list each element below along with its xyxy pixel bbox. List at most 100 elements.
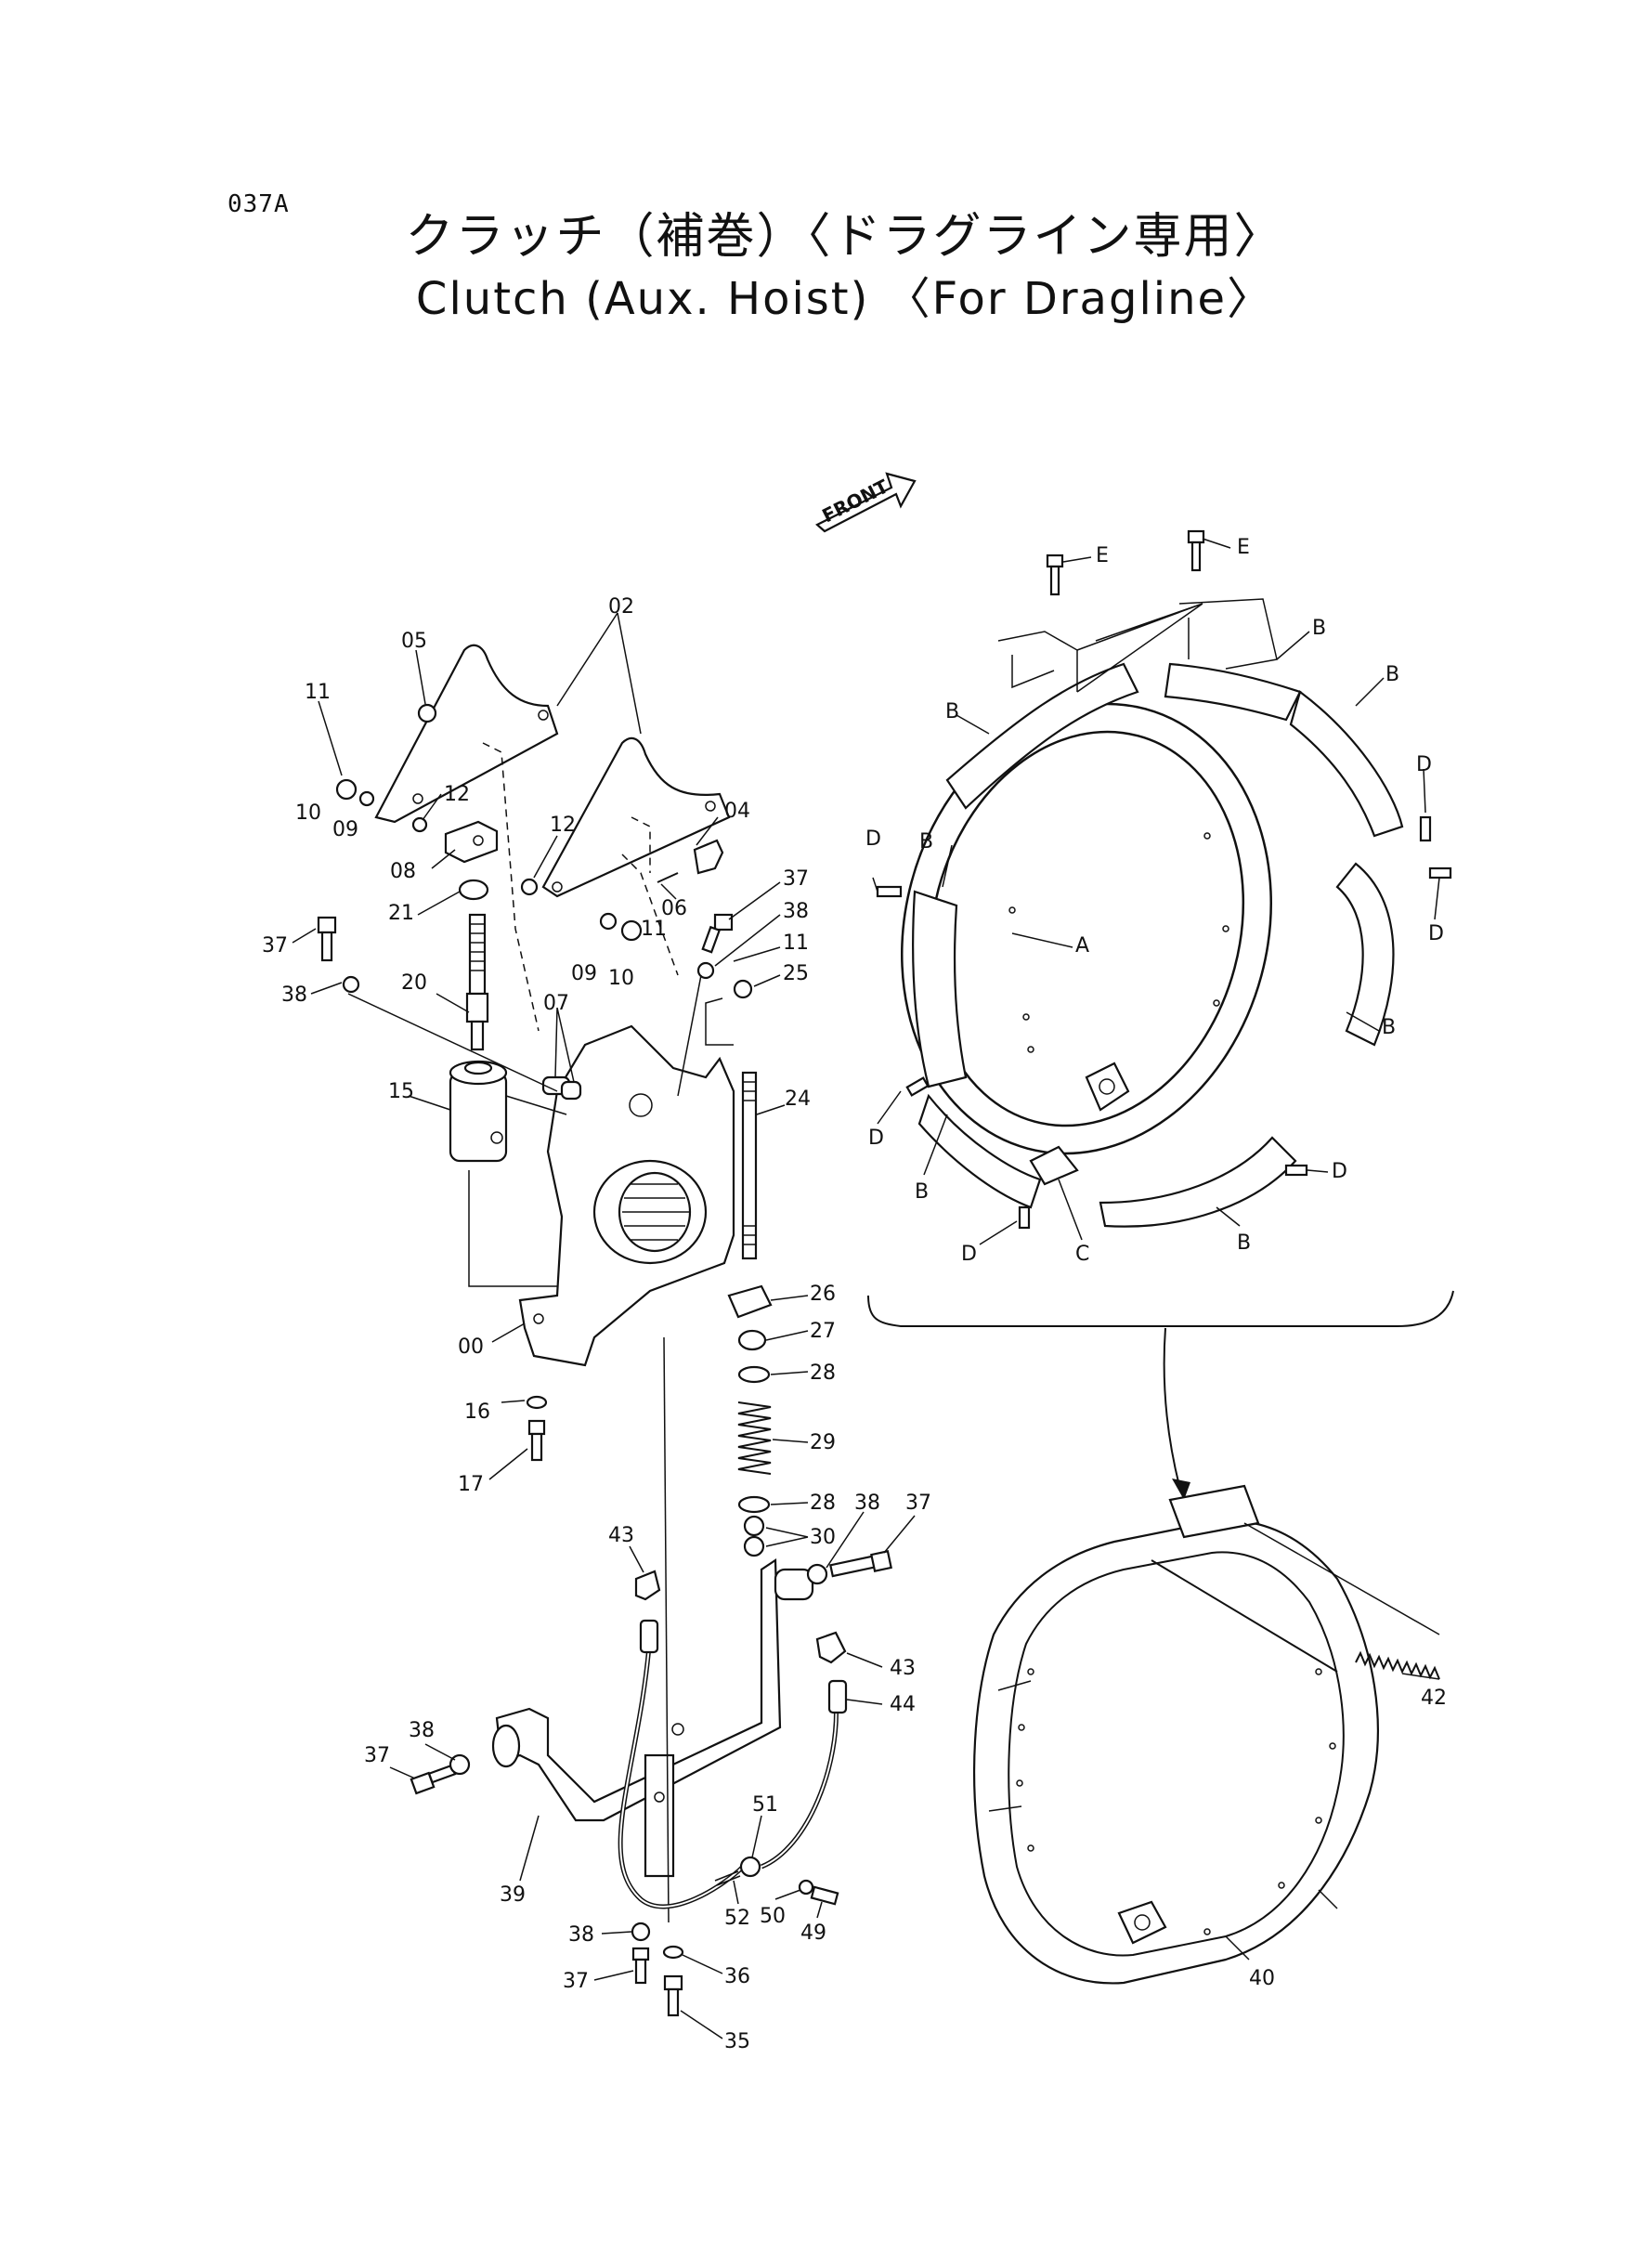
callout-09-right: 09: [571, 962, 597, 985]
callout-35: 35: [724, 2030, 750, 2053]
bolt-37-mid: [828, 1550, 892, 1578]
callout-38-left-upper: 38: [281, 984, 307, 1007]
shoe-B-left: [912, 890, 968, 1088]
callout-37-right-upper: 37: [783, 867, 809, 891]
washer-05: [417, 703, 437, 723]
bolt-37-right: [701, 913, 734, 954]
callout-38-right-upper: 38: [783, 900, 809, 923]
hose-44: [618, 1619, 848, 1909]
nut-38-mid: [806, 1563, 828, 1585]
fitting-12-left: [411, 816, 428, 833]
title-english: Clutch (Aux. Hoist) 〈For Dragline〉: [415, 273, 1274, 325]
callout-38-mid: 38: [854, 1492, 880, 1515]
callout-labels: 02 05 11 12 10 09 12 08 04 37 06 11 38 1…: [262, 536, 1447, 2053]
stud-24: [741, 1071, 758, 1260]
washer-28-top: [737, 1365, 771, 1384]
callout-11-mid: 11: [641, 918, 667, 941]
washer-50: [798, 1879, 814, 1896]
shoe-B-bottom-right: [1099, 1136, 1297, 1228]
callout-05: 05: [401, 630, 427, 653]
cylinder-15: [449, 1060, 508, 1163]
callout-15: 15: [388, 1080, 414, 1103]
nut-30-top: [743, 1515, 765, 1537]
washer-36: [662, 1945, 684, 1960]
callout-B-left: B: [919, 830, 933, 853]
assembled-band-40: [973, 1484, 1379, 1985]
pin-04: [693, 839, 724, 875]
callout-10-right: 10: [608, 967, 634, 990]
nut-38-right: [696, 961, 715, 980]
callout-E-right: E: [1237, 536, 1250, 559]
bolt-E-left: [1046, 554, 1064, 596]
bolt-D-bottom: [1018, 1205, 1031, 1230]
callout-36: 36: [724, 1965, 750, 1988]
bolt-E-right: [1187, 529, 1205, 572]
bolt-17: [527, 1419, 546, 1462]
washer-09-left: [358, 790, 375, 807]
shoe-C: [1029, 1145, 1079, 1186]
plunger-26: [727, 1284, 773, 1319]
callout-07: 07: [543, 992, 569, 1015]
callout-08: 08: [390, 860, 416, 883]
bolt-D-right-top: [1419, 815, 1432, 842]
pins-07: [541, 1075, 582, 1101]
callout-D-lower-left: D: [868, 1127, 884, 1150]
bolt-37-left: [317, 916, 337, 962]
bolt-D-lower-left: [905, 1076, 930, 1097]
nut-21: [458, 879, 489, 901]
bolt-D-lower-right: [1284, 1164, 1308, 1177]
page-code: 037A: [228, 190, 290, 218]
callout-37-lower-left: 37: [364, 1744, 390, 1767]
callout-42: 42: [1421, 1687, 1447, 1710]
callout-44: 44: [890, 1693, 916, 1716]
clutch-body-00: [518, 1024, 735, 1367]
title-japanese: クラッチ（補巻）〈ドラグライン専用〉: [405, 209, 1284, 265]
callout-D-left: D: [865, 827, 881, 851]
seat-27: [737, 1329, 767, 1351]
callout-B-far-right: B: [1385, 663, 1399, 686]
callout-29: 29: [810, 1431, 836, 1454]
callout-27: 27: [810, 1320, 836, 1343]
callout-17: 17: [458, 1473, 484, 1496]
callout-12-right: 12: [550, 814, 576, 837]
callout-37-left-upper: 37: [262, 934, 288, 958]
spring-42: [1151, 1522, 1440, 1680]
callout-A: A: [1075, 934, 1089, 958]
callout-26: 26: [810, 1283, 836, 1306]
callout-12-left: 12: [444, 783, 470, 806]
callout-28-bottom: 28: [810, 1492, 836, 1515]
callout-10-left: 10: [295, 801, 321, 825]
band-A: [901, 702, 1272, 1155]
nut-38-left: [342, 975, 360, 994]
fitting-12-right: [520, 878, 539, 896]
callout-38-bottom: 38: [568, 1923, 594, 1947]
callout-43-left: 43: [608, 1524, 634, 1547]
nut-38-lower: [449, 1753, 471, 1776]
callout-40: 40: [1249, 1967, 1275, 1990]
callout-37-bottom: 37: [563, 1970, 589, 1993]
bolt-37-lower: [410, 1764, 457, 1795]
elbow-43-left: [634, 1570, 661, 1601]
callout-D-right-top: D: [1416, 753, 1432, 776]
callout-D-bottom: D: [961, 1243, 977, 1266]
tee-51: [739, 1856, 761, 1878]
callout-25: 25: [783, 962, 809, 985]
spring-29: [737, 1401, 772, 1475]
callout-B-top-right: B: [1312, 617, 1326, 640]
washer-16: [526, 1395, 548, 1410]
leader-lines: [292, 538, 1440, 2039]
link-bar: [644, 1753, 675, 1878]
callout-B-right-lower: B: [1382, 1016, 1396, 1039]
shoe-B-top-right: [1164, 662, 1302, 722]
bolt-37-bottom: [631, 1947, 650, 1985]
callout-38-lower-left: 38: [409, 1719, 435, 1742]
washer-09-right: [599, 912, 618, 931]
bolt-49: [810, 1885, 839, 1906]
bolt-D-right-mid: [1428, 866, 1452, 879]
callout-39: 39: [500, 1883, 526, 1907]
callout-11-right: 11: [783, 932, 809, 955]
callout-06: 06: [661, 897, 687, 920]
callout-21: 21: [388, 902, 414, 925]
fitting-52: [714, 1870, 741, 1886]
